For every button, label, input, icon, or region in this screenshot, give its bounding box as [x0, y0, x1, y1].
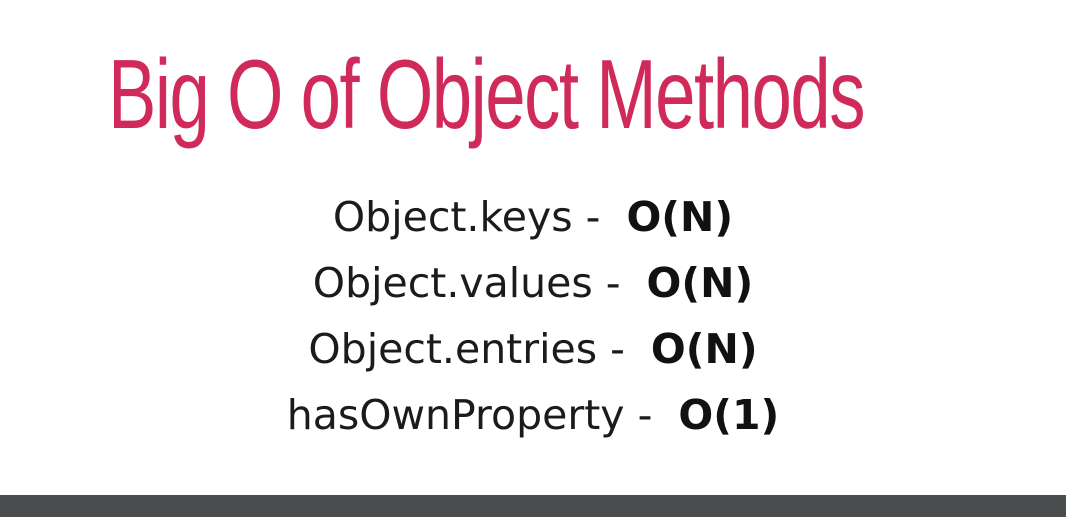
method-row-object-values: Object.values -O(N) [0, 250, 1066, 316]
complexity-label: O(N) [650, 325, 758, 373]
method-name: Object.entries [308, 325, 598, 373]
separator: - [597, 325, 625, 373]
separator: - [624, 391, 653, 439]
bottom-bar [0, 495, 1066, 517]
method-name: Object.values [312, 259, 593, 307]
separator: - [572, 193, 601, 241]
slide: Big O of Object Methods Object.keys -O(N… [0, 39, 1066, 448]
slide-title: Big O of Object Methods [108, 39, 865, 149]
method-name: hasOwnProperty [286, 391, 625, 439]
method-list: Object.keys -O(N) Object.values -O(N) Ob… [0, 184, 1066, 448]
method-row-object-entries: Object.entries -O(N) [0, 316, 1066, 382]
complexity-label: O(N) [626, 193, 734, 241]
method-row-has-own-property: hasOwnProperty -O(1) [0, 382, 1066, 448]
complexity-label: O(1) [678, 391, 780, 439]
complexity-label: O(N) [646, 259, 754, 307]
method-name: Object.keys [332, 193, 573, 241]
separator: - [592, 259, 621, 307]
method-row-object-keys: Object.keys -O(N) [0, 184, 1066, 250]
